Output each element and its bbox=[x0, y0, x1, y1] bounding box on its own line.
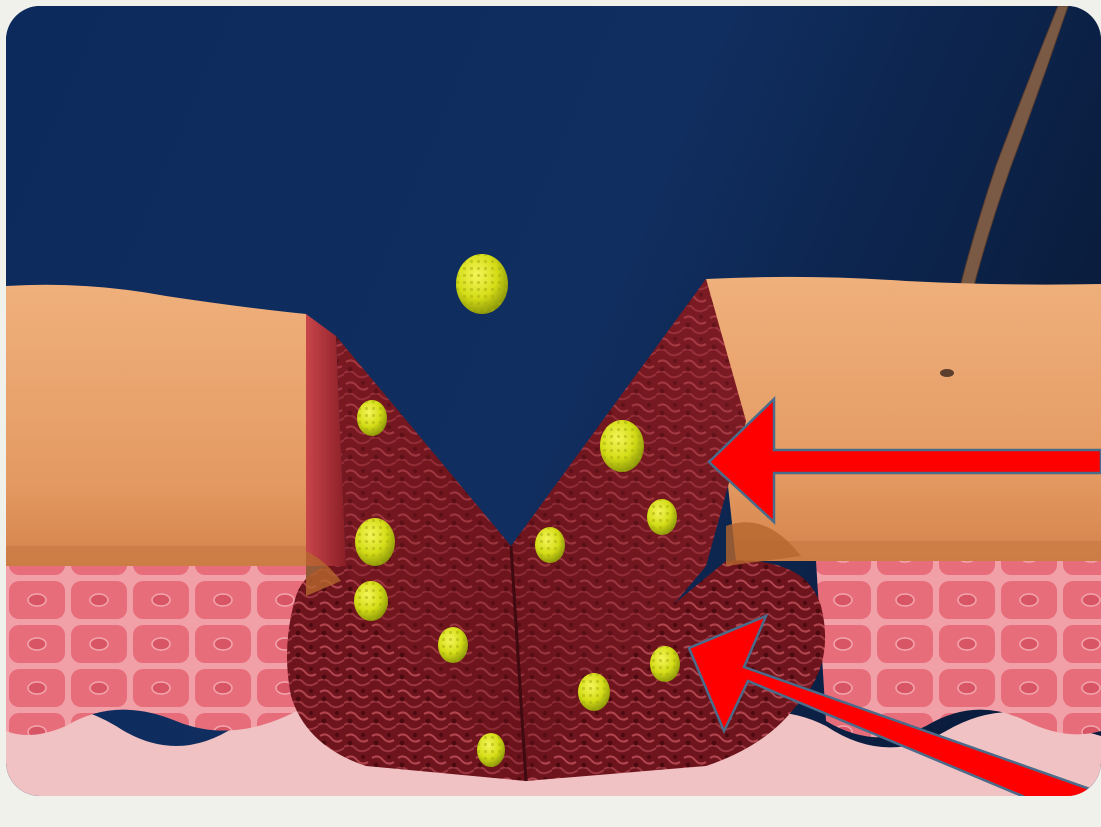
virus-particle bbox=[354, 581, 388, 621]
virus-particle bbox=[357, 400, 387, 436]
virus-particle bbox=[650, 646, 680, 682]
virus-particle bbox=[355, 518, 395, 566]
virus-particle bbox=[438, 627, 468, 663]
virus-particle bbox=[578, 673, 610, 711]
virus-particle bbox=[600, 420, 644, 472]
virus-particle bbox=[456, 254, 508, 314]
virus-particle bbox=[647, 499, 677, 535]
virus-particle bbox=[477, 733, 505, 767]
virus-particle bbox=[535, 527, 565, 563]
illustration-frame bbox=[6, 6, 1101, 796]
wound-illustration bbox=[6, 6, 1101, 796]
page-bottom-margin bbox=[0, 796, 1101, 827]
